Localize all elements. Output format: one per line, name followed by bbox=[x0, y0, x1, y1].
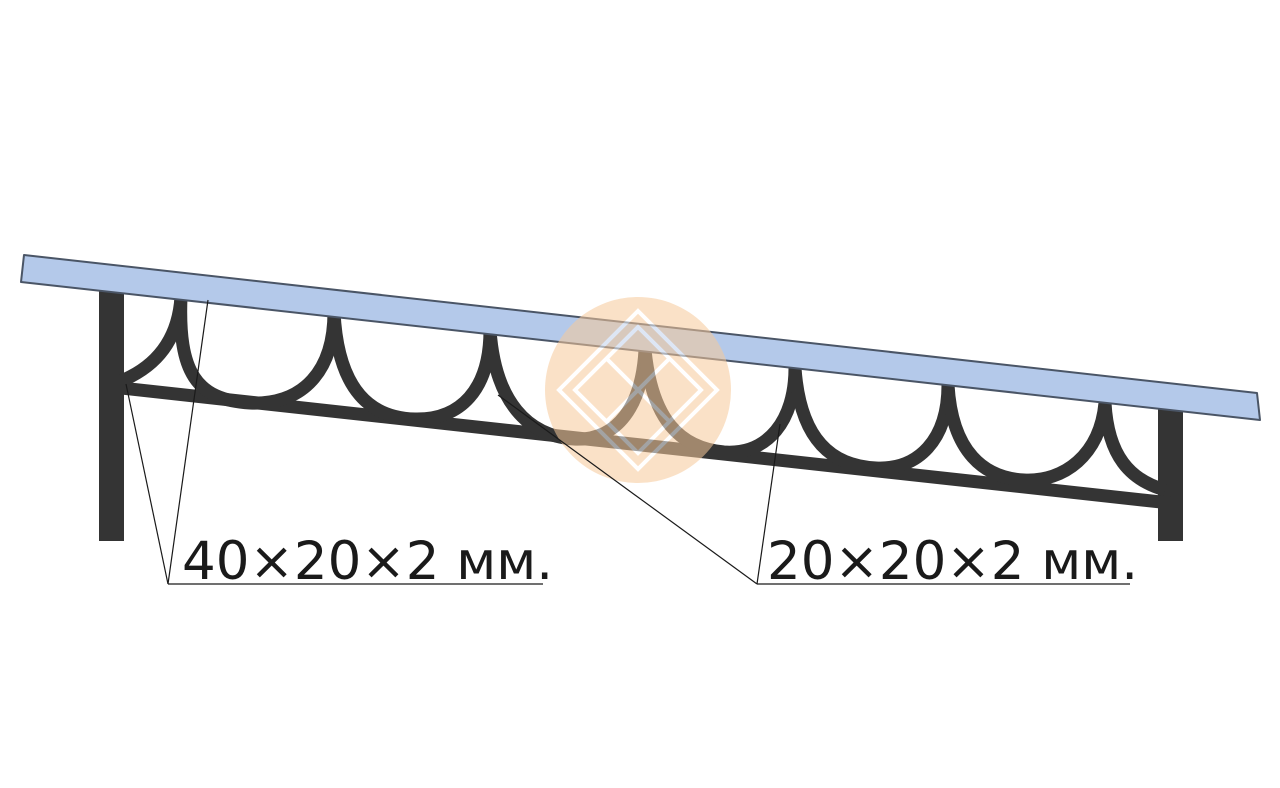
leader-line bbox=[497, 394, 758, 585]
leader-line bbox=[167, 299, 209, 585]
scallop-quarter-right bbox=[1098, 402, 1167, 497]
right-leg bbox=[1158, 398, 1183, 541]
leader-line bbox=[756, 423, 781, 585]
scallop-5 bbox=[788, 367, 955, 475]
watermark-diamond-outer bbox=[556, 308, 720, 472]
scallop-quarter-left bbox=[118, 296, 188, 388]
scallop-1 bbox=[174, 296, 341, 410]
label-profile-frame: 40×20×2 мм. bbox=[182, 531, 553, 592]
leader-line bbox=[125, 383, 169, 585]
leader-lines-frame bbox=[125, 299, 543, 585]
watermark-diamond-inner bbox=[572, 324, 704, 456]
diamond-logo-icon bbox=[545, 297, 731, 483]
watermark-cross-b bbox=[604, 356, 672, 424]
scallop-6 bbox=[941, 384, 1112, 487]
leader-lines-ornament bbox=[497, 394, 1130, 585]
left-leg bbox=[99, 286, 124, 541]
scallop-2 bbox=[327, 311, 497, 426]
label-profile-ornament: 20×20×2 мм. bbox=[767, 531, 1138, 592]
